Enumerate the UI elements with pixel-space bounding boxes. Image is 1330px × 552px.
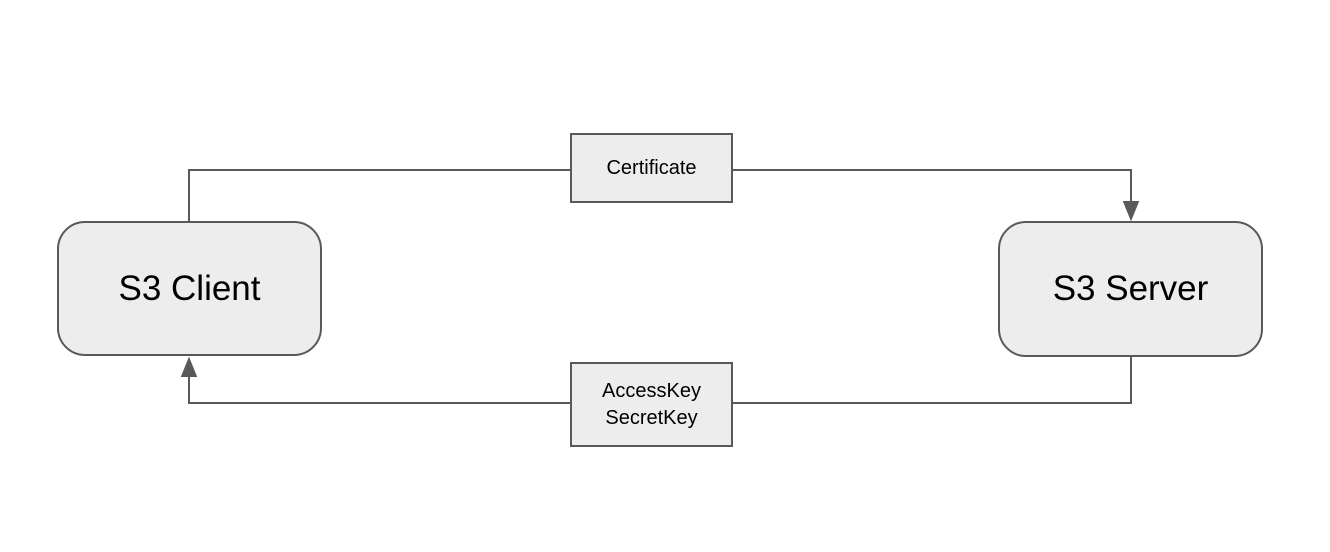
node-s3-client: S3 Client [57,221,322,356]
edge-label-certificate: Certificate [570,133,733,203]
node-s3-server: S3 Server [998,221,1263,357]
node-s3-server-label: S3 Server [1052,269,1209,308]
arrowhead-down-icon [1122,201,1140,222]
edge-label-accesskey-text: AccessKey [602,379,701,402]
node-s3-client-label: S3 Client [118,268,261,308]
edge-label-certificate-text: Certificate [606,156,697,179]
edge-label-secretkey-text: SecretKey [605,406,698,429]
edge-label-credentials: AccessKey SecretKey [570,362,733,447]
arrowhead-up-icon [180,356,198,377]
